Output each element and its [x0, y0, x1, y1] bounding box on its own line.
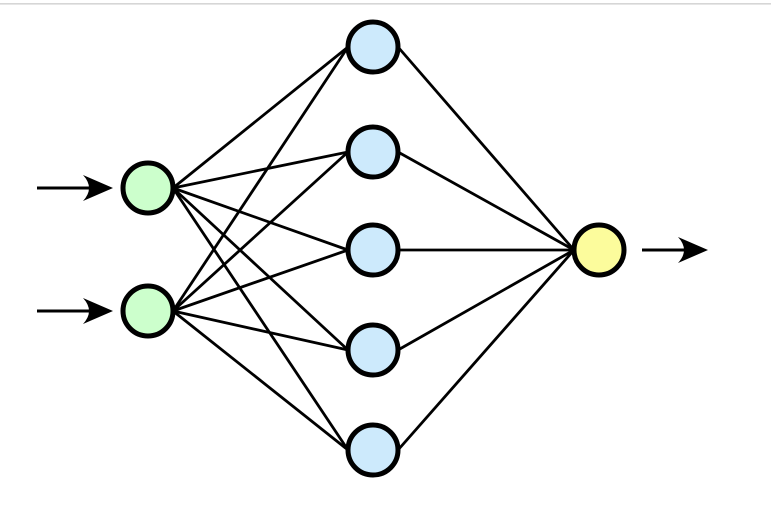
input-arrow-1-head-icon: [83, 175, 113, 201]
edge-in2-h2: [172, 150, 349, 313]
edge-in1-h2: [172, 150, 349, 190]
input-arrow-2: [37, 298, 113, 324]
edges-group: [171, 45, 576, 452]
hidden-node-5: [345, 422, 401, 478]
edge-h5-out1: [396, 249, 576, 451]
edge-h1-out1: [396, 46, 576, 251]
input-arrow-2-head-icon: [83, 298, 113, 324]
edge-h4-out1: [397, 248, 575, 352]
edge-in1-h4: [172, 186, 349, 352]
edge-h2-out1: [397, 150, 575, 252]
top-border-line: [0, 3, 771, 5]
edge-in1-h1: [172, 45, 349, 190]
hidden-node-2: [345, 124, 401, 180]
input-node-1: [120, 160, 176, 216]
input-arrow-1: [37, 175, 113, 201]
edge-in2-h1: [171, 46, 350, 312]
hidden-node-1: [345, 19, 401, 75]
hidden-node-3: [345, 222, 401, 278]
edge-in2-h5: [172, 309, 349, 452]
output-node-1: [571, 222, 627, 278]
edge-in1-h5: [171, 187, 350, 451]
hidden-node-4: [345, 322, 401, 378]
output-arrow: [642, 237, 708, 263]
edge-in2-h4: [172, 309, 349, 352]
arrows-group: [37, 175, 708, 324]
nodes-group: [120, 19, 627, 478]
output-arrow-head-icon: [678, 237, 708, 263]
edge-in2-h3: [172, 248, 349, 313]
input-node-2: [120, 283, 176, 339]
edge-in1-h3: [172, 186, 349, 252]
